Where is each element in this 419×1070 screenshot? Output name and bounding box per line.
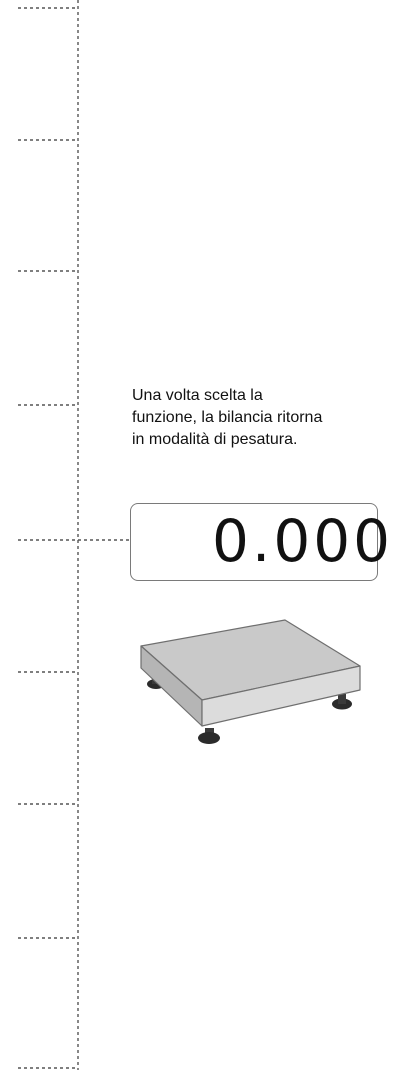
- step-caption: Una volta scelta la funzione, la bilanci…: [132, 385, 412, 451]
- weight-display: [130, 503, 378, 581]
- caption-line: funzione, la bilancia ritorna: [132, 409, 323, 426]
- scale-foot-stem: [338, 694, 346, 704]
- caption-line: in modalità di pesatura.: [132, 431, 298, 448]
- timeline-ticks: [18, 7, 130, 1069]
- scale-foot: [198, 732, 220, 744]
- scale-platform-front: [201, 665, 361, 727]
- caption-line: Una volta scelta la: [132, 387, 263, 404]
- weight-display-value: 0.000: [212, 507, 394, 575]
- platform-scale-icon: [140, 619, 361, 744]
